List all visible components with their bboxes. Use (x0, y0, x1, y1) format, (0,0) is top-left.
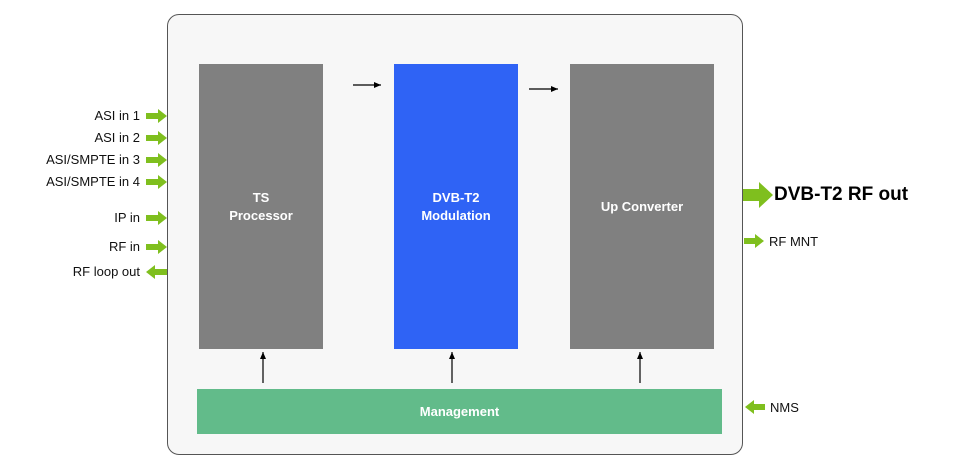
arrow-icon-asi-2 (146, 131, 167, 145)
input-label-asi-1: ASI in 1 (94, 108, 140, 123)
arrow-icon-asi-smpte-4 (146, 175, 167, 189)
arrow-icon-ip (146, 211, 167, 225)
management-block: Management (197, 389, 722, 434)
arrow-icon-nms (745, 400, 765, 414)
input-label-asi-2: ASI in 2 (94, 130, 140, 145)
output-label-rf-loop: RF loop out (72, 264, 140, 279)
ts-processor-block: TS Processor (199, 64, 323, 349)
input-label-asi-smpte-4: ASI/SMPTE in 4 (46, 174, 140, 189)
input-label-asi-smpte-3: ASI/SMPTE in 3 (46, 152, 140, 167)
dvb-t2-modulation-block: DVB-T2 Modulation (394, 64, 518, 349)
up-converter-block: Up Converter (570, 64, 714, 349)
input-label-rf: RF in (108, 239, 140, 254)
output-label-dvb-t2-rf: DVB-T2 RF out (774, 184, 909, 205)
arrow-icon-asi-smpte-3 (146, 153, 167, 167)
arrow-icon-dvb-t2-out (743, 182, 773, 208)
arrow-icon-asi-1 (146, 109, 167, 123)
input-label-nms: NMS (770, 400, 799, 415)
arrow-icon-rf-in (146, 240, 167, 254)
arrow-icon-rf-mnt (744, 234, 764, 248)
arrow-icon-rf-loop-out (146, 265, 167, 279)
output-label-rf-mnt: RF MNT (769, 234, 819, 249)
input-label-ip: IP in (114, 210, 140, 225)
